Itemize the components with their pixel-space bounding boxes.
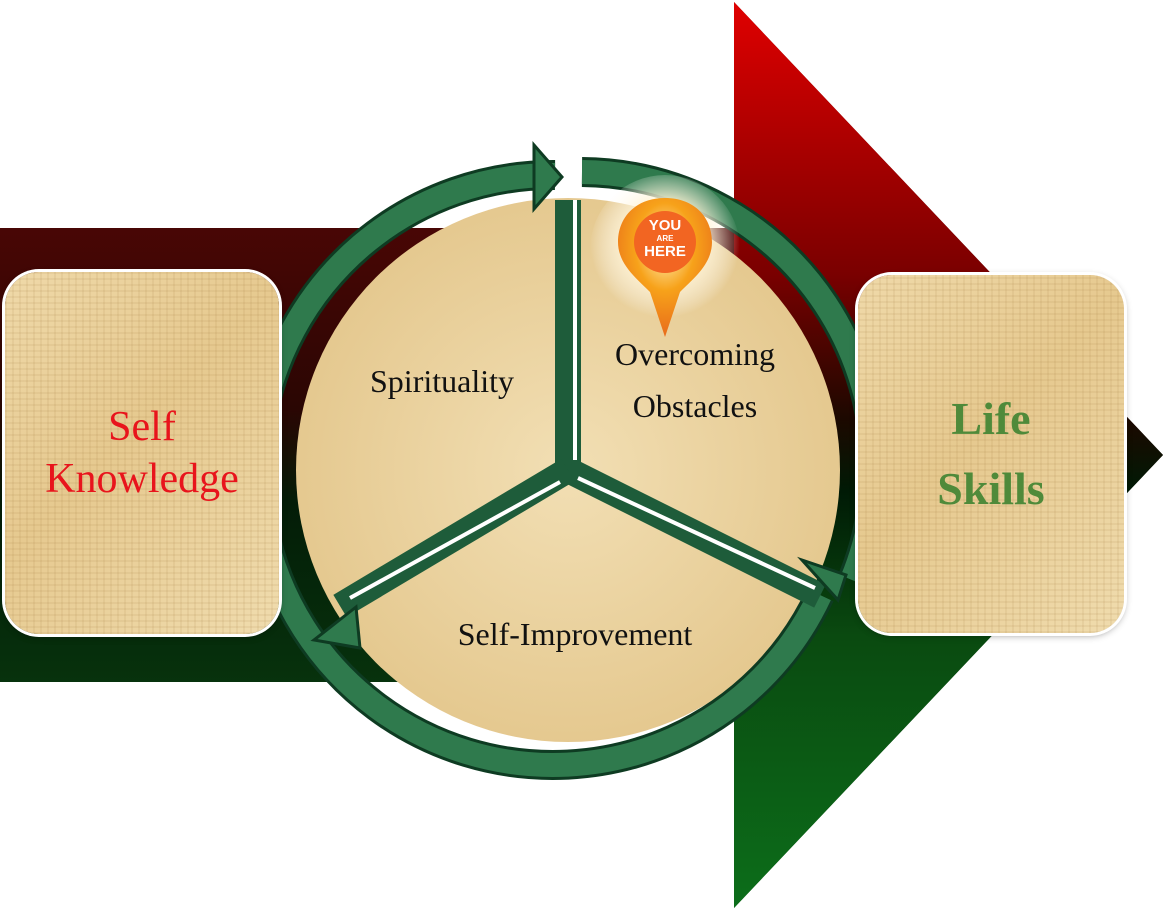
life-skills-box: Life Skills	[858, 275, 1124, 633]
self-knowledge-line2: Knowledge	[45, 456, 239, 502]
life-skills-line1: Life	[951, 393, 1031, 444]
ring-arrowhead-left	[310, 604, 362, 650]
pin-text-you: YOU	[648, 217, 682, 234]
life-skills-line2: Skills	[937, 463, 1045, 514]
you-are-here-pin-icon: YOU ARE HERE	[610, 192, 720, 342]
obstacles-line2: Obstacles	[632, 388, 758, 424]
self-knowledge-line1: Self	[108, 404, 176, 450]
obstacles-line1: Overcoming	[615, 336, 775, 372]
self-knowledge-box: Self Knowledge	[5, 272, 279, 634]
cycle-ring	[242, 157, 890, 780]
life-skills-title: Life Skills	[937, 384, 1044, 524]
ring-arrowhead-top	[532, 141, 564, 213]
segment-label-spirituality: Spirituality	[370, 363, 514, 399]
segment-label-overcoming-obstacles: Overcoming Obstacles	[590, 328, 800, 432]
pin-text-are: ARE	[656, 234, 674, 243]
map-pin-icon	[618, 198, 712, 337]
pin-text-here: HERE	[644, 243, 686, 260]
self-knowledge-title: Self Knowledge	[45, 401, 239, 505]
segment-label-self-improvement: Self-Improvement	[457, 616, 693, 652]
ring-arrowhead-right	[797, 556, 848, 603]
